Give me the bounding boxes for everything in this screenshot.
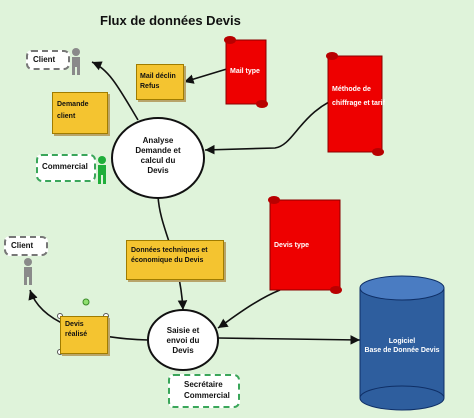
scroll-methode	[326, 52, 384, 156]
client-box: Client	[4, 236, 48, 256]
client-label: Client	[11, 241, 34, 250]
scroll-devis-type	[268, 196, 342, 294]
flow-analyse-to-client	[91, 61, 139, 121]
note-demande-client: Demande client	[52, 92, 108, 134]
selection-handle[interactable]	[82, 298, 90, 306]
scroll-methode-text-2: chiffrage et tarif	[332, 100, 385, 107]
scroll-mail-type-text: Mail type	[230, 68, 260, 75]
flow-devistype-to-saisie	[217, 289, 281, 329]
note-mail-declin: Mail déclin Refus	[136, 64, 184, 100]
commercial-person-icon	[98, 156, 106, 184]
database-cylinder	[359, 275, 445, 411]
secretaire-box: Secrétaire Commercial	[168, 374, 240, 408]
commercial-box: Commercial	[36, 154, 96, 182]
secretaire-label-2: Commercial	[184, 391, 230, 400]
process-saisie-circle	[147, 309, 219, 371]
commercial-label: Commercial	[42, 162, 88, 171]
client-person-icon	[72, 48, 80, 75]
client-box: Client	[26, 50, 70, 70]
process-saisie-text: Saisie et envoi du Devis	[166, 326, 200, 355]
database-text: Logiciel Base de Donnée Devis	[364, 338, 440, 354]
scroll-mail-type	[224, 36, 268, 108]
flow-mailtype-to-note	[183, 67, 231, 84]
note-devis-realise[interactable]: Devis réalisé	[60, 316, 108, 354]
scroll-methode-text-1: Méthode de	[332, 86, 371, 93]
flow-saisie-to-database	[217, 335, 361, 345]
client-person-icon	[24, 258, 32, 285]
process-analyse-text: Analyse Demande et calcul du Devis	[135, 136, 181, 175]
process-analyse-circle	[111, 117, 205, 199]
note-donnees-techniques: Données techniques et économique du Devi…	[126, 240, 224, 280]
diagram-title: Flux de données Devis	[100, 13, 241, 28]
client-label: Client	[33, 55, 56, 64]
scroll-devis-type-text: Devis type	[274, 242, 310, 249]
secretaire-label-1: Secrétaire	[184, 380, 223, 389]
